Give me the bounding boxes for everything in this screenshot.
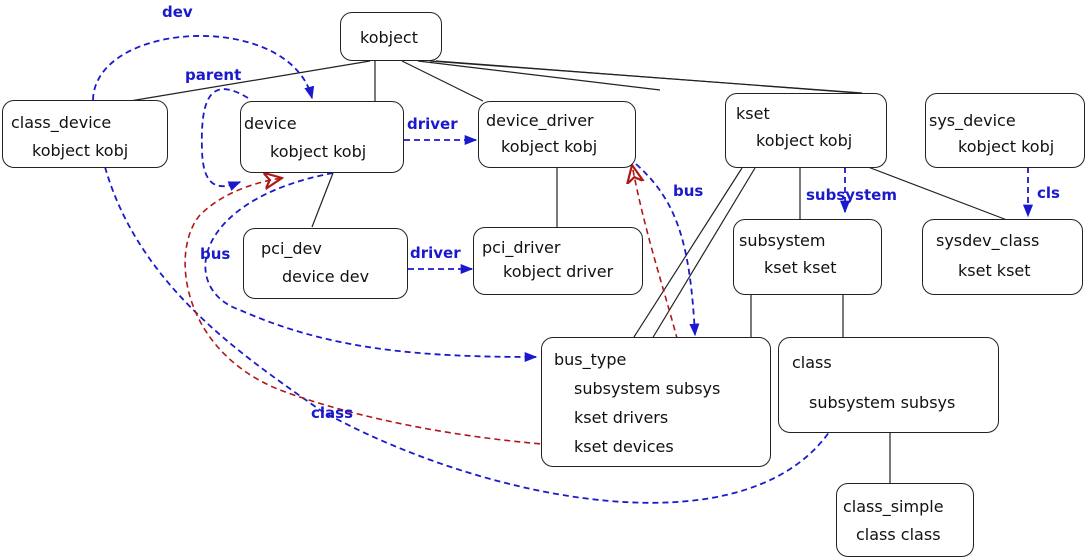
node-class-simple-name: class_simple bbox=[843, 497, 944, 516]
list-kset-devices bbox=[184, 178, 571, 447]
node-device-driver: device_driver kobject kobj bbox=[478, 101, 636, 168]
node-class-device: class_device kobject kobj bbox=[2, 100, 168, 168]
edge-label-driver-device: driver bbox=[407, 115, 458, 133]
edge-label-class: class bbox=[311, 404, 354, 422]
inherit-device-pci-dev bbox=[311, 172, 334, 228]
inherit-kobject-class-device bbox=[129, 60, 371, 102]
node-kobject: kobject bbox=[340, 12, 442, 61]
node-kset-name-label: kset bbox=[736, 104, 770, 123]
inherit-kobject-device-driver bbox=[401, 60, 484, 102]
node-sysdev-class-field: kset kset bbox=[958, 261, 1031, 280]
node-class-device-field: kobject kobj bbox=[32, 141, 129, 160]
pointer-class bbox=[104, 166, 839, 504]
node-class-simple-field: class class bbox=[856, 525, 941, 544]
node-pci-driver-name: pci_driver bbox=[482, 238, 561, 257]
node-bus-type-name: bus_type bbox=[554, 350, 627, 369]
node-device-name: device bbox=[244, 114, 297, 133]
node-pci-dev-field: device dev bbox=[282, 267, 370, 286]
node-sys-device-field: kobject kobj bbox=[958, 137, 1055, 156]
node-kobject-name: kobject bbox=[360, 28, 418, 47]
pointer-parent bbox=[200, 88, 249, 191]
node-pci-dev: pci_dev device dev bbox=[243, 228, 408, 299]
node-subsystem-name: subsystem bbox=[739, 231, 826, 250]
node-sysdev-class: sysdev_class kset kset bbox=[922, 219, 1083, 295]
edge-label-bus-driver: bus bbox=[673, 182, 704, 200]
node-subsystem: subsystem kset kset bbox=[733, 219, 882, 295]
node-class: class subsystem subsys bbox=[778, 337, 999, 433]
node-device-driver-name: device_driver bbox=[486, 111, 594, 130]
node-sys-device: sys_device kobject kobj bbox=[925, 93, 1085, 168]
node-bus-type-field-subsys: subsystem subsys bbox=[574, 379, 721, 398]
pointer-dev bbox=[92, 35, 315, 101]
node-kset-field: kobject kobj bbox=[756, 131, 853, 150]
node-class-name: class bbox=[792, 353, 832, 372]
edge-label-subsystem: subsystem bbox=[806, 186, 897, 204]
node-pci-dev-name: pci_dev bbox=[261, 239, 322, 258]
node-device-field: kobject kobj bbox=[270, 142, 367, 161]
node-device: device kobject kobj bbox=[240, 101, 404, 173]
inherit-kobject-kset bbox=[417, 60, 661, 91]
node-bus-type: bus_type subsystem subsys kset drivers k… bbox=[541, 337, 771, 467]
node-class-device-name: class_device bbox=[11, 113, 112, 132]
edge-label-driver-pci: driver bbox=[410, 244, 461, 262]
node-device-driver-field: kobject kobj bbox=[501, 137, 598, 156]
node-class-field: subsystem subsys bbox=[809, 393, 956, 412]
inherit-kset-sysdev-class bbox=[867, 166, 1008, 221]
edge-label-parent: parent bbox=[185, 66, 242, 84]
node-pci-driver-field: kobject driver bbox=[503, 262, 614, 281]
inherit-kobject-sys-device-2 bbox=[435, 60, 859, 94]
node-subsystem-field: kset kset bbox=[764, 258, 837, 277]
node-bus-type-field-devices: kset devices bbox=[574, 437, 674, 456]
node-pci-driver: pci_driver kobject driver bbox=[473, 227, 643, 295]
edge-label-dev: dev bbox=[162, 3, 193, 21]
edge-label-cls: cls bbox=[1037, 184, 1060, 202]
pointer-bus-driver bbox=[635, 163, 700, 337]
node-class-simple: class_simple class class bbox=[836, 483, 974, 557]
node-sysdev-class-name: sysdev_class bbox=[936, 231, 1040, 250]
node-sys-device-name: sys_device bbox=[929, 111, 1016, 130]
inherit-kset-bus-type-a bbox=[633, 167, 743, 338]
edge-label-bus-device: bus bbox=[200, 245, 231, 263]
node-kset-box: kset kobject kobj bbox=[725, 93, 887, 168]
node-bus-type-field-drivers: kset drivers bbox=[574, 408, 669, 427]
